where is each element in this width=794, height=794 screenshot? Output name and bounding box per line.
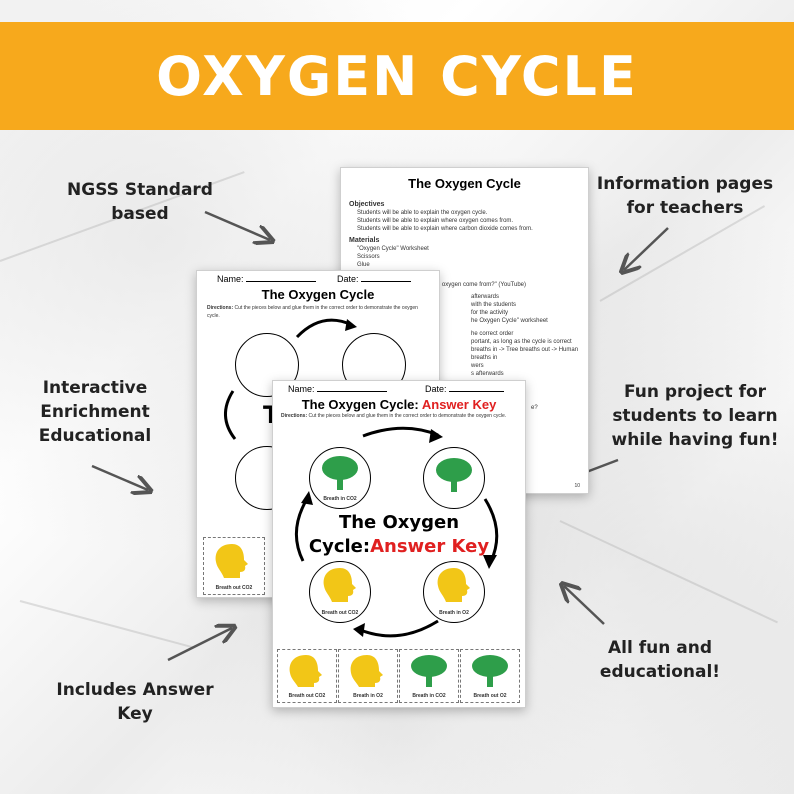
arrow-icon [91, 464, 148, 490]
name-label: Name: [288, 384, 315, 394]
directions-text: Cut the pieces below and glue them in th… [308, 413, 507, 419]
answer-title-main: The Oxygen Cycle: [301, 397, 422, 412]
cut-piece: Breath out O2 [460, 649, 520, 703]
circle-caption: Breath in O2 [439, 610, 469, 616]
callout-text: Interactive [42, 378, 148, 398]
cycle-circle [423, 447, 485, 509]
marble-vein [19, 600, 195, 649]
callout-text: students to learn [612, 406, 778, 426]
cut-piece: Breath in CO2 [399, 649, 459, 703]
instruction-item: with the students [471, 302, 517, 308]
callout-answer: Includes Answer Key [55, 678, 215, 726]
instruction-item: Watch: "Curiosity - Where does oxygen co… [357, 282, 526, 288]
piece-caption: Breath out CO2 [288, 693, 326, 699]
name-label: Name: [217, 274, 244, 284]
center-line-2-accent: Answer Key [370, 536, 490, 557]
tree-icon [411, 655, 447, 687]
callout-text: educational! [599, 662, 721, 682]
callout-text: Educational [38, 426, 152, 446]
cycle-arrows [294, 426, 499, 638]
instruction-item: s afterwards [471, 371, 504, 377]
callout-text: Fun project for [623, 382, 767, 402]
tree-icon [322, 456, 358, 490]
materials-heading: Materials [349, 237, 380, 244]
marble-vein [559, 520, 778, 624]
cut-piece: Breath out CO2 [277, 649, 337, 703]
tree-icon [436, 458, 472, 492]
head-silhouette-icon [323, 568, 356, 602]
cut-piece: Breath in O2 [338, 649, 398, 703]
objective-item: Students will be able to explain the oxy… [357, 210, 488, 216]
callout-allfun: All fun and educational! [580, 636, 740, 684]
callout-fun: Fun project for students to learn while … [600, 380, 790, 452]
circle-caption: Breath in CO2 [323, 496, 357, 502]
material-item: "Oxygen Cycle" Worksheet [357, 246, 429, 252]
piece-caption: Breath in O2 [353, 693, 383, 699]
instruction-item: for the activity [471, 310, 509, 316]
callout-text: Information pages [596, 174, 774, 194]
callout-text: Enrichment [40, 402, 150, 422]
directions-label: Directions: [207, 305, 234, 311]
cut-piece: Breath out CO2 [203, 537, 265, 595]
directions-text: Cut the pieces below and glue them in th… [207, 305, 418, 319]
instruction-item: he correct order [471, 331, 514, 337]
arrow-icon [564, 586, 605, 625]
objective-item: Students will be able to explain where c… [357, 226, 533, 232]
callout-text: Key [117, 704, 153, 724]
objective-item: Students will be able to explain where o… [357, 218, 514, 224]
instruction-item: he Oxygen Cycle" worksheet [471, 318, 548, 324]
date-label: Date: [425, 384, 447, 394]
callout-text: NGSS Standard [67, 180, 213, 200]
instruction-item: wers [471, 363, 484, 369]
instruction-item: afterwards [471, 294, 500, 300]
title-banner: OXYGEN CYCLE [0, 22, 794, 130]
material-item: Scissors [357, 254, 380, 260]
teacher-page-title: The Oxygen Cycle [408, 176, 521, 191]
instruction-item: portant, as long as the cycle is correct [471, 339, 572, 345]
head-silhouette-icon [215, 544, 248, 578]
piece-caption: Breath in CO2 [412, 693, 446, 699]
callout-text: Includes Answer [56, 680, 214, 700]
objectives-heading: Objectives [349, 201, 385, 208]
callout-info: Information pages for teachers [590, 172, 780, 220]
date-label: Date: [337, 274, 359, 284]
head-silhouette-icon [350, 655, 383, 687]
instruction-item: e? [531, 405, 538, 411]
center-line-2-main: Cycle: [308, 536, 371, 557]
callout-interactive: Interactive Enrichment Educational [20, 376, 170, 448]
callout-text: based [111, 204, 169, 224]
page-number: 10 [574, 483, 580, 489]
material-item: Glue [357, 262, 370, 268]
circle-caption: Breath out CO2 [321, 610, 359, 616]
cycle-circle: Breath in CO2 [309, 447, 371, 509]
callout-text: while having fun! [611, 430, 779, 450]
tree-icon [472, 655, 508, 687]
piece-caption: Breath out O2 [473, 693, 507, 699]
instruction-item: breaths in -> Tree breaths out -> Human … [471, 347, 579, 361]
banner-title: OXYGEN CYCLE [156, 44, 638, 108]
callout-ngss: NGSS Standard based [60, 178, 220, 226]
callout-text: All fun and [608, 638, 712, 658]
center-title: The Oxygen Cycle:Answer Key [293, 511, 505, 559]
cycle-circle: Breath in O2 [423, 561, 485, 623]
answer-title-accent: Answer Key [421, 397, 497, 412]
cycle-arrows [224, 318, 357, 440]
answer-key-page: Name: Date: The Oxygen Cycle: Answer Key… [272, 380, 526, 708]
callout-text: for teachers [626, 198, 744, 218]
head-silhouette-icon [289, 655, 322, 687]
head-silhouette-icon [437, 568, 470, 602]
piece-caption: Breath out CO2 [215, 585, 253, 591]
directions-label: Directions: [281, 413, 308, 419]
cycle-circle: Breath out CO2 [309, 561, 371, 623]
center-line-1: The Oxygen [338, 512, 460, 533]
answer-key-title: The Oxygen Cycle: Answer Key [273, 397, 525, 412]
worksheet-title: The Oxygen Cycle [261, 287, 375, 302]
